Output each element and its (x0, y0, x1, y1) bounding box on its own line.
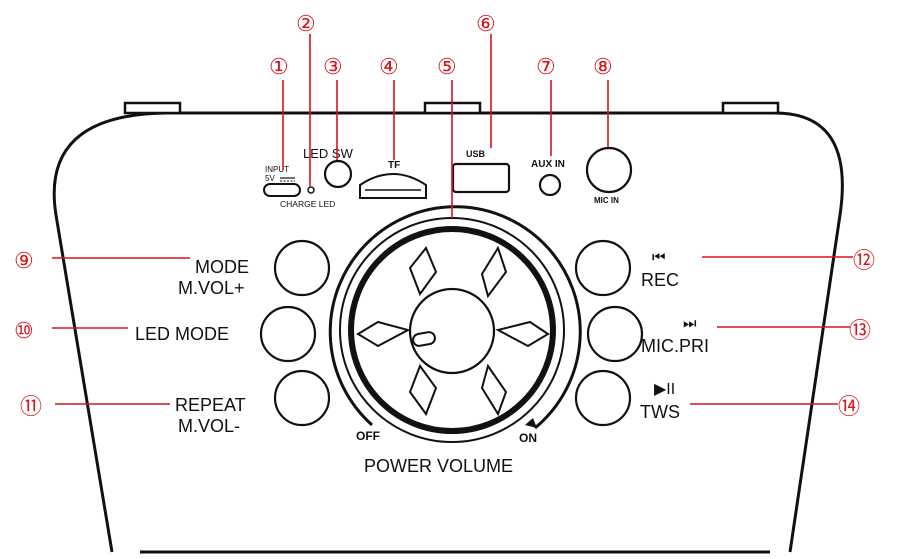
input-voltage-label: 5V (265, 174, 275, 183)
callout-4: ④ (379, 54, 399, 79)
mic-in-label: MIC IN (594, 196, 619, 205)
mic-pri-icon: ⏭ (683, 315, 697, 332)
tws-icon: ▶II (654, 381, 675, 398)
left-buttons: MODE M.VOL+ LED MODE REPEAT M.VOL- (135, 239, 331, 436)
mvol-minus-label: M.VOL- (178, 416, 240, 436)
tws-button[interactable] (574, 369, 632, 427)
callout-3: ③ (323, 54, 343, 79)
repeat-label: REPEAT (175, 395, 246, 415)
knob-petals (356, 245, 550, 417)
charge-led-label: CHARGE LED (280, 199, 335, 209)
power-volume-knob[interactable]: OFF ON (328, 205, 582, 445)
knob-off-label: OFF (356, 429, 380, 443)
mode-button[interactable] (273, 239, 331, 297)
callout-8: ⑧ (593, 54, 613, 79)
knob-on-label: ON (519, 431, 537, 445)
rec-label: REC (641, 270, 679, 290)
knob-pointer (412, 331, 436, 347)
aux-in-jack[interactable] (538, 173, 562, 197)
mic-pri-label: MIC.PRI (641, 336, 709, 356)
led-mode-label: LED MODE (135, 324, 229, 344)
led-mode-button[interactable] (259, 305, 317, 363)
right-buttons: ⏮ REC ⏭ MIC.PRI ▶II TWS (574, 239, 709, 427)
tf-label: TF (388, 160, 400, 171)
input-label: INPUT (265, 165, 289, 174)
mic-pri-button[interactable] (586, 305, 644, 363)
led-sw-label: LED SW (303, 146, 354, 161)
usb-label: USB (466, 149, 486, 159)
ports-row: INPUT 5V CHARGE LED LED SW TF USB AUX IN… (263, 146, 633, 209)
mvol-plus-label: M.VOL+ (178, 278, 245, 298)
rec-icon: ⏮ (652, 249, 666, 266)
rec-button[interactable] (574, 239, 632, 297)
callout-12: ⑫ (853, 248, 875, 273)
callout-1: ① (269, 54, 289, 79)
usb-c-input-port[interactable] (263, 183, 301, 197)
aux-in-label: AUX IN (531, 159, 565, 170)
knob-bezel (348, 226, 556, 434)
knob-rotation-arc (328, 205, 582, 430)
callout-11: ⑪ (20, 394, 42, 419)
callout-13: ⑬ (849, 318, 871, 343)
mode-label: MODE (195, 257, 249, 277)
callout-numbers: ① ② ③ ④ ⑤ ⑥ ⑦ ⑧ ⑨ ⑩ ⑪ ⑫ ⑬ ⑭ (14, 11, 875, 419)
callout-7: ⑦ (536, 54, 556, 79)
knob-rotation-arrow (525, 418, 537, 428)
callout-14: ⑭ (838, 394, 860, 419)
knob-center (408, 287, 496, 375)
callout-2: ② (296, 11, 316, 36)
callout-5: ⑤ (437, 54, 457, 79)
led-switch-button[interactable] (323, 159, 353, 189)
callout-6: ⑥ (476, 11, 496, 36)
repeat-button[interactable] (273, 369, 331, 427)
tws-label: TWS (640, 402, 680, 422)
callout-9: ⑨ (14, 248, 34, 273)
callout-10: ⑩ (14, 318, 34, 343)
charge-led-indicator (307, 186, 315, 194)
power-volume-caption: POWER VOLUME (364, 456, 513, 476)
usb-port[interactable] (451, 162, 511, 194)
callout-lines (52, 34, 853, 405)
mic-in-jack[interactable] (585, 146, 633, 194)
tf-card-slot[interactable] (359, 173, 427, 199)
